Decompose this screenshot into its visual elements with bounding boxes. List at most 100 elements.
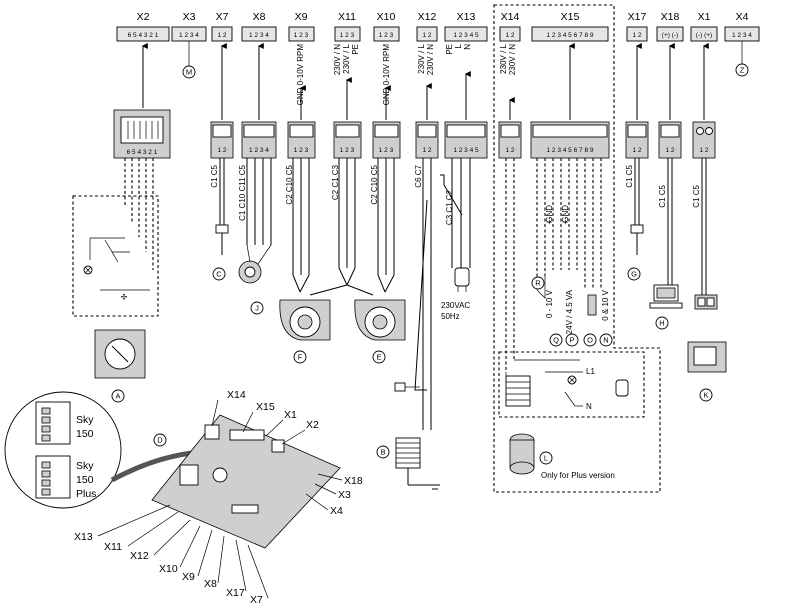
svg-text:Z: Z <box>740 66 745 75</box>
svg-text:G: G <box>631 270 637 279</box>
x11-signal-b: 230V / L <box>342 43 351 73</box>
connector-x15-pins: 1 2 3 4 5 6 7 8 9 <box>547 32 594 39</box>
svg-text:1 2: 1 2 <box>699 147 708 154</box>
svg-text:F: F <box>298 353 303 362</box>
connector-x7-label: X7 <box>216 11 229 23</box>
svg-text:1 2 3: 1 2 3 <box>294 147 309 154</box>
svg-text:X17: X17 <box>226 587 245 599</box>
svg-text:150: 150 <box>76 474 94 486</box>
connector-x2: X2 6 5 4 3 2 1 <box>116 11 170 42</box>
x11-cable-label: C2 C1 C3 <box>331 164 340 200</box>
x11-signal-c: PE <box>351 44 360 55</box>
connector-x4-label: X4 <box>736 11 749 23</box>
relay-coil <box>505 375 531 407</box>
svg-text:6 5 4 3 2 1: 6 5 4 3 2 1 <box>127 149 158 156</box>
x12-cable-label: C6 C7 <box>414 164 423 187</box>
heater-coil <box>395 437 421 469</box>
terminal-x1: 1 2 <box>692 121 716 159</box>
terminal-blocks: 6 5 4 3 2 1 1 2 1 2 3 4 1 2 3 1 2 3 1 2 … <box>113 109 716 159</box>
svg-text:X15: X15 <box>256 401 275 413</box>
svg-text:X7: X7 <box>250 594 263 606</box>
svg-text:+: + <box>545 220 554 225</box>
dip-inset: Sky 150 Sky 150 Plus <box>4 391 122 509</box>
connector-x9-pins: 1 2 3 <box>294 32 309 39</box>
terminal-x9: 1 2 3 <box>287 121 316 159</box>
connector-x14-pins: 1 2 <box>505 32 514 39</box>
connector-x1: X1 (-) (+) <box>690 11 718 42</box>
connector-x12-label: X12 <box>418 11 437 23</box>
svg-text:1 2 3 4 5: 1 2 3 4 5 <box>453 147 479 154</box>
terminal-x13: 1 2 3 4 5 <box>444 121 488 159</box>
svg-text:O: O <box>587 336 593 345</box>
connector-x12-pins: 1 2 <box>422 32 431 39</box>
svg-text:B: B <box>380 448 385 457</box>
svg-text:N: N <box>603 336 608 345</box>
connector-x9: X9 1 2 3 <box>288 11 315 42</box>
connector-x7: X7 1 2 <box>211 11 233 42</box>
svg-text:1 2: 1 2 <box>422 147 431 154</box>
control-board-pcb <box>151 414 341 549</box>
terminal-x10: 1 2 3 <box>372 121 401 159</box>
connector-x17: X17 1 2 <box>626 11 648 42</box>
svg-text:1 2 3: 1 2 3 <box>340 147 355 154</box>
x10-signal-label: GND 0-10V RPM <box>382 44 391 106</box>
svg-text:X4: X4 <box>330 505 343 517</box>
svg-text:1 2: 1 2 <box>217 147 226 154</box>
svg-text:Plus: Plus <box>76 488 96 500</box>
svg-text:X9: X9 <box>182 571 195 583</box>
svg-text:L: L <box>544 454 548 463</box>
x8-cable-label: C1 C10 C11 C5 <box>238 164 247 220</box>
svg-text:1 2 3: 1 2 3 <box>379 147 394 154</box>
supply-frequency-label: 50Hz <box>441 312 460 321</box>
wires <box>124 158 707 430</box>
connector-x4-pins: 1 2 3 4 <box>732 32 752 39</box>
x14-signal-b: 230V / N <box>508 44 517 75</box>
svg-text:R: R <box>535 279 541 288</box>
x2-rj-jack: 6 5 4 3 2 1 <box>113 109 171 159</box>
sensor-g: G <box>627 224 644 281</box>
svg-text:24V / 4.5 VA: 24V / 4.5 VA <box>565 289 574 334</box>
connector-x2-pins: 6 5 4 3 2 1 <box>128 32 159 39</box>
x12-signal-a: 230V / L <box>417 43 426 73</box>
svg-text:X8: X8 <box>204 578 217 590</box>
svg-text:150: 150 <box>76 428 94 440</box>
svg-text:GND: GND <box>561 205 570 223</box>
x14-signal-a: 230V / L <box>499 43 508 73</box>
x9-cable-label: C2 C10 C5 <box>285 164 294 204</box>
callout-z: Z <box>735 41 749 77</box>
connector-x8: X8 1 2 3 4 <box>241 11 277 42</box>
svg-text:M: M <box>186 68 192 77</box>
svg-text:J: J <box>255 304 259 313</box>
x18-cable-label: C1 C5 <box>658 184 667 207</box>
x13-signal-l: L <box>454 43 463 48</box>
connector-x12: X12 1 2 <box>416 11 438 42</box>
connector-x13-pins: 1 2 3 4 5 <box>453 32 479 39</box>
svg-text:X14: X14 <box>227 389 246 401</box>
connection-arrows <box>141 43 709 120</box>
connector-x10: X10 1 2 3 <box>373 11 400 42</box>
terminal-x8: 1 2 3 4 <box>241 121 277 159</box>
connector-x18: X18 (+) (-) <box>656 11 684 42</box>
connector-x2-label: X2 <box>137 11 150 23</box>
connector-x11: X11 1 2 3 <box>334 11 361 42</box>
connector-x18-pins: (+) (-) <box>662 32 678 39</box>
callout-l: M <box>182 41 196 79</box>
svg-text:X11: X11 <box>104 541 122 553</box>
svg-text:X2: X2 <box>306 419 319 431</box>
connector-x11-pins: 1 2 3 <box>340 32 355 39</box>
svg-text:1 2: 1 2 <box>505 147 514 154</box>
heater-b: B <box>376 199 440 490</box>
svg-text:X1: X1 <box>284 409 297 421</box>
svg-text:X18: X18 <box>344 475 363 487</box>
fan-e: E <box>354 299 406 364</box>
connector-x14-label: X14 <box>501 11 520 23</box>
connector-x18-label: X18 <box>661 11 680 23</box>
connector-x1-label: X1 <box>698 11 711 23</box>
svg-text:GND: GND <box>545 205 554 223</box>
fan-f: F <box>279 299 331 364</box>
connector-x17-pins: 1 2 <box>632 32 641 39</box>
svg-text:X10: X10 <box>159 563 178 575</box>
svg-text:1 2 3 4: 1 2 3 4 <box>249 147 269 154</box>
svg-text:K: K <box>703 391 708 400</box>
